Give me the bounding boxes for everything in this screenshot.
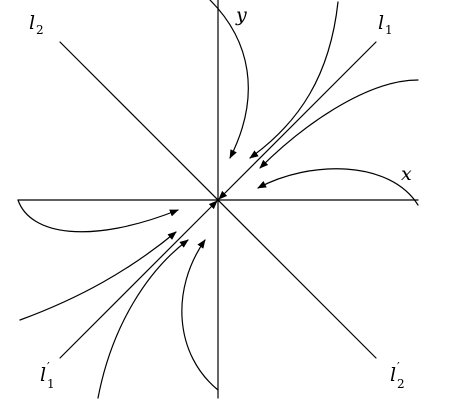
trajectory-lower-4	[181, 239, 219, 391]
svg-text:′: ′	[47, 360, 50, 374]
trajectory-upper-3	[259, 79, 419, 169]
svg-text:1: 1	[385, 23, 393, 37]
svg-text:2: 2	[397, 377, 405, 391]
line-l1	[218, 41, 377, 200]
svg-text:l: l	[378, 12, 384, 34]
label-l1-prime: l ′ 1	[40, 360, 55, 391]
trajectory-lower-1	[17, 199, 179, 233]
line-l1-prime	[59, 200, 218, 359]
label-l2: l 2	[29, 12, 44, 37]
svg-text:l: l	[40, 364, 46, 386]
svg-text:1: 1	[47, 377, 55, 391]
line-l2	[59, 41, 377, 359]
trajectory-upper-4	[257, 168, 419, 206]
trajectory-lower-3	[97, 239, 189, 399]
svg-text:l: l	[29, 12, 35, 34]
trajectory-lower-2	[19, 231, 177, 321]
trajectory-upper-2	[249, 1, 339, 159]
svg-text:2: 2	[36, 23, 44, 37]
trajectory-upper-1	[209, 0, 249, 159]
svg-text:l: l	[390, 364, 396, 386]
label-y-axis: y	[235, 4, 247, 26]
svg-text:′: ′	[397, 360, 400, 374]
label-l2-prime: l ′ 2	[390, 360, 405, 391]
label-x-axis: x	[401, 163, 412, 185]
label-l1: l 1	[378, 12, 393, 37]
